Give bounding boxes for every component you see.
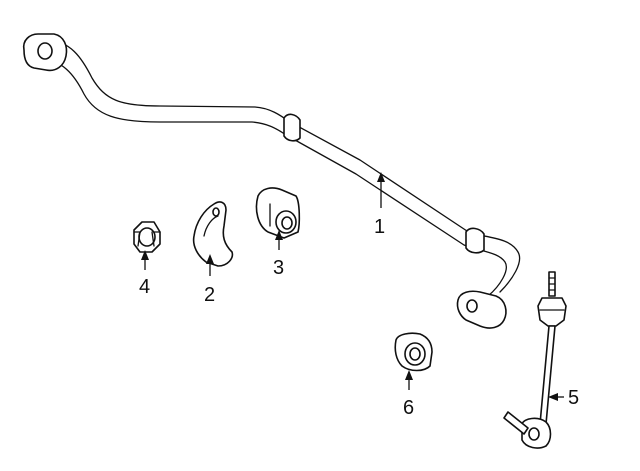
callout-1: 1	[374, 172, 385, 238]
callout-3-label: 3	[273, 257, 284, 279]
callout-1-label: 1	[374, 216, 385, 238]
callout-2: 2	[204, 254, 215, 306]
callout-5: 5	[548, 387, 579, 409]
callout-6-label: 6	[403, 397, 414, 419]
bar-right-end	[456, 290, 507, 329]
link-nut	[394, 332, 433, 372]
callout-3: 3	[273, 230, 284, 279]
flange-nut	[133, 221, 161, 253]
callout-4-label: 4	[139, 276, 150, 298]
stabilizer-link	[503, 271, 567, 449]
bar-left-end	[22, 33, 68, 72]
callout-4: 4	[139, 250, 150, 298]
callout-6: 6	[403, 370, 414, 419]
callout-5-label: 5	[568, 387, 579, 409]
bushing-clamp	[192, 201, 234, 267]
bushing	[255, 187, 301, 239]
callout-2-label: 2	[204, 284, 215, 306]
stabilizer-bar	[22, 33, 521, 329]
